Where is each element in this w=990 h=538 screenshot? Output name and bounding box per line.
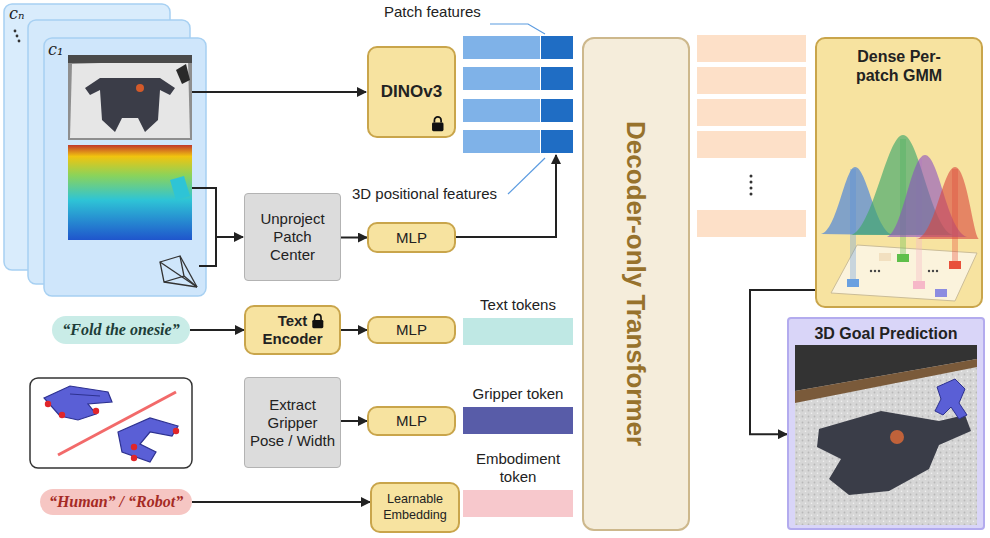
node-text: Text Encoder [257,312,329,348]
embodiment-pill: “Human” / “Robot” [40,489,192,515]
node-text: MLP [396,412,427,430]
connector [341,420,367,422]
camera-frames [4,4,206,296]
node-text: MLP [396,229,427,247]
output-tokens [697,35,806,237]
patch-feature-tokens [463,36,573,153]
node-text: Decoder-only Transformer [620,121,651,446]
camera-icon [160,256,197,287]
transformer-block: Decoder-only Transformer [582,37,690,531]
token-heading: Embodiment token [463,450,573,486]
feature-label: Patch features [384,3,481,21]
node-text: “Human” / “Robot” [49,492,183,511]
node-text: 3D Goal Prediction [814,324,957,343]
node-text: Learnable Embedding [372,492,458,522]
connector [192,501,370,503]
process-box: Unproject Patch Center [244,193,341,281]
encoder-box: DINOv3 [367,46,456,138]
connector [341,329,367,331]
view-index: cₙ [9,4,24,23]
token-fill [463,407,573,434]
node-text: Unproject Patch Center [253,210,333,264]
token-heading: Gripper token [473,385,564,403]
depth-image [68,145,192,240]
rgb-photo [68,55,192,140]
token-heading: Text tokens [480,296,556,314]
token-bar: Embodiment token [463,450,573,517]
encoder-box: Text Encoder [244,305,341,355]
connector [190,329,244,331]
process-box: Extract Gripper Pose / Width [244,377,341,468]
prediction-panel: 3D Goal Prediction [787,317,985,530]
node-text: MLP [396,321,427,339]
view-index: c₁ [48,40,63,59]
goal-pointcloud [789,319,983,528]
mlp-box: MLP [367,316,456,344]
output-head-box: Dense Per-patch GMM [815,37,983,308]
mlp-box: MLP [367,406,456,436]
embedding-box: Learnable Embedding [370,482,460,533]
token-bar: Text tokens [463,296,573,345]
node-text: Dense Per-patch GMM [844,47,954,85]
node-text: DINOv3 [381,82,442,102]
token-fill [463,318,573,345]
token-fill [463,490,573,517]
mlp-box: MLP [367,222,456,253]
gripper-illustration [30,378,192,468]
token-bar: Gripper token [463,385,573,434]
connector [341,237,367,239]
feature-label: 3D positional features [352,185,497,203]
node-text: Extract Gripper Pose / Width [249,396,337,450]
node-text: “Fold the onesie” [62,320,179,339]
instruction-pill: “Fold the onesie” [52,316,190,344]
